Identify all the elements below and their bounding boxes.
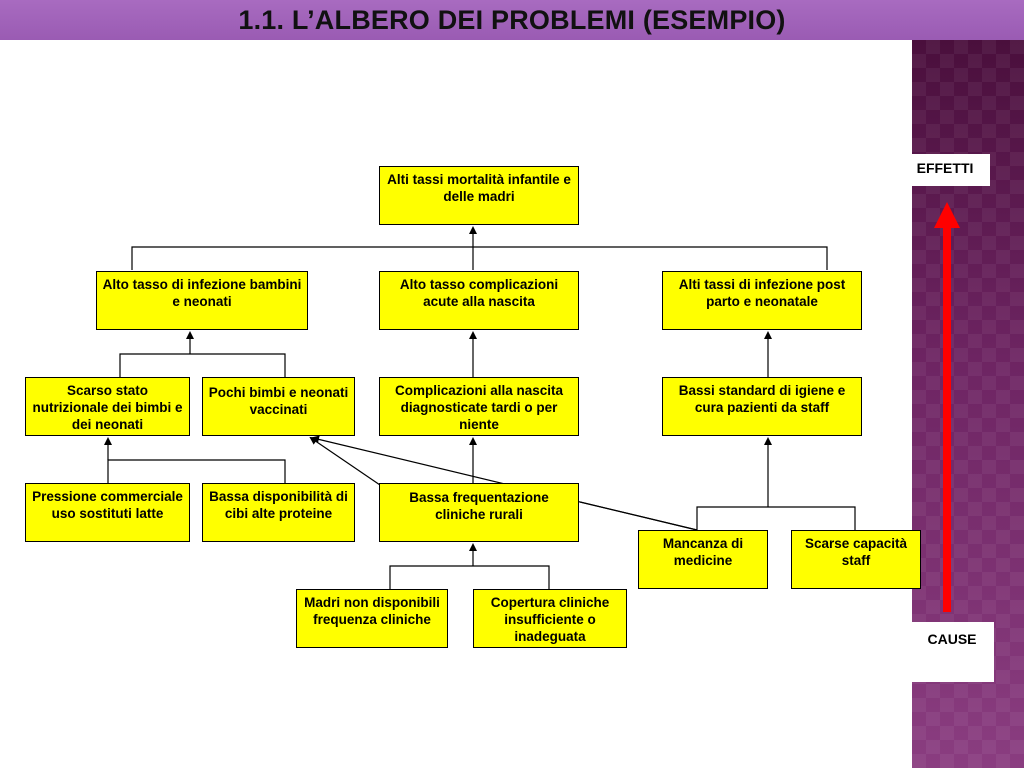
- root-box-7: Copertura cliniche insufficiente o inade…: [473, 589, 627, 648]
- cause-box-1b: Pochi bimbi e neonati vaccinati: [202, 377, 355, 436]
- cause-text-1a: Scarso stato nutrizionale dei bimbi e de…: [32, 383, 183, 432]
- root-text-6: Madri non disponibili frequenza cliniche: [304, 595, 440, 627]
- cause-text-3: Bassi standard di igiene e cura pazienti…: [678, 383, 846, 415]
- root-box-5: Scarse capacità staff: [791, 530, 921, 589]
- root-text-2: Bassa disponibilità di cibi alte protein…: [209, 489, 348, 521]
- effect-box-2: Alto tasso complicazioni acute alla nasc…: [379, 271, 579, 330]
- root-box-1: Pressione commerciale uso sostituti latt…: [25, 483, 190, 542]
- arrow-root-3-to-cause-1b: [309, 436, 381, 486]
- causes-label: CAUSE: [910, 622, 994, 682]
- root-text-5: Scarse capacità staff: [804, 536, 908, 568]
- cause-box-3: Bassi standard di igiene e cura pazienti…: [662, 377, 862, 436]
- root-box-4: Mancanza di medicine: [638, 530, 768, 589]
- core-problem-box: Alti tassi mortalità infantile e delle m…: [379, 166, 579, 225]
- core-problem-text: Alti tassi mortalità infantile e delle m…: [387, 172, 571, 204]
- effect-text-1: Alto tasso di infezione bambini e neonat…: [102, 277, 302, 309]
- cause-text-2: Complicazioni alla nascita diagnosticate…: [394, 383, 564, 432]
- title-bar: 1.1. L’ALBERO DEI PROBLEMI (ESEMPIO): [0, 0, 1024, 40]
- root-text-7: Copertura cliniche insufficiente o inade…: [490, 595, 610, 644]
- connector-effects-to-core: [131, 246, 828, 270]
- effect-box-3: Alti tassi di infezione post parto e neo…: [662, 271, 862, 330]
- connector-roots-to-cause-3: [696, 506, 856, 530]
- effect-text-2: Alto tasso complicazioni acute alla nasc…: [399, 277, 559, 309]
- connector-causes-to-effect-1: [119, 353, 286, 377]
- cause-text-1b: Pochi bimbi e neonati vaccinati: [208, 385, 349, 417]
- root-text-1: Pressione commerciale uso sostituti latt…: [32, 489, 183, 521]
- connector-roots-to-cause-1a: [107, 459, 286, 483]
- link-root-3-to-root-4: [579, 501, 698, 531]
- root-text-4: Mancanza di medicine: [662, 536, 744, 568]
- cause-box-2: Complicazioni alla nascita diagnosticate…: [379, 377, 579, 436]
- page-title: 1.1. L’ALBERO DEI PROBLEMI (ESEMPIO): [238, 4, 786, 35]
- cause-box-1a: Scarso stato nutrizionale dei bimbi e de…: [25, 377, 190, 436]
- effects-label: EFFETTI: [900, 154, 990, 186]
- root-box-6: Madri non disponibili frequenza cliniche: [296, 589, 448, 648]
- effect-box-1: Alto tasso di infezione bambini e neonat…: [96, 271, 308, 330]
- root-box-2: Bassa disponibilità di cibi alte protein…: [202, 483, 355, 542]
- causes-label-text: CAUSE: [927, 631, 977, 647]
- root-text-3: Bassa frequentazione cliniche rurali: [409, 490, 549, 522]
- connector-roots-to-root-3: [389, 565, 550, 589]
- effect-text-3: Alti tassi di infezione post parto e neo…: [678, 277, 846, 309]
- effects-label-text: EFFETTI: [916, 160, 974, 176]
- red-arrow-causes-to-effects: [934, 202, 960, 612]
- root-box-3: Bassa frequentazione cliniche rurali: [379, 483, 579, 542]
